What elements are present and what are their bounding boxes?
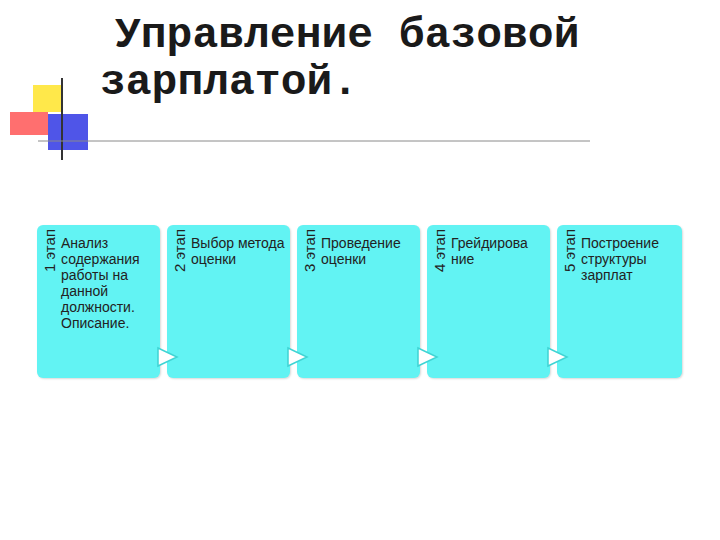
slide-title: Управление базовой зарплатой. — [100, 12, 620, 107]
blue-square — [48, 114, 88, 150]
vertical-rule — [61, 78, 63, 160]
stage-text: Построение структуры зарплат — [581, 225, 675, 283]
stage-label: 2 этап — [172, 229, 189, 272]
stage-box: 1 этапАнализ содержания работы на данной… — [37, 225, 160, 378]
stage-arrow — [548, 348, 567, 366]
stage-arrow — [288, 348, 307, 366]
stage-box: 4 этапГрейдирова ние — [427, 225, 550, 378]
yellow-square — [33, 85, 62, 112]
stage-box: 3 этапПроведение оценки — [297, 225, 420, 378]
stage-text: Выбор метода оценки — [191, 225, 285, 267]
stage-label: 3 этап — [302, 229, 319, 272]
stage-box: 2 этапВыбор метода оценки — [167, 225, 290, 378]
title-underline — [38, 141, 590, 142]
stage-box: 5 этапПостроение структуры зарплат — [557, 225, 682, 378]
red-square — [10, 112, 48, 135]
stage-label: 5 этап — [562, 229, 579, 272]
stage-label: 1 этап — [42, 229, 59, 272]
stage-text: Грейдирова ние — [451, 225, 545, 267]
stage-text: Анализ содержания работы на данной должн… — [61, 225, 155, 332]
stage-arrow — [418, 348, 437, 366]
stage-arrow — [158, 348, 177, 366]
stage-label: 4 этап — [432, 229, 449, 272]
stage-text: Проведение оценки — [321, 225, 415, 267]
